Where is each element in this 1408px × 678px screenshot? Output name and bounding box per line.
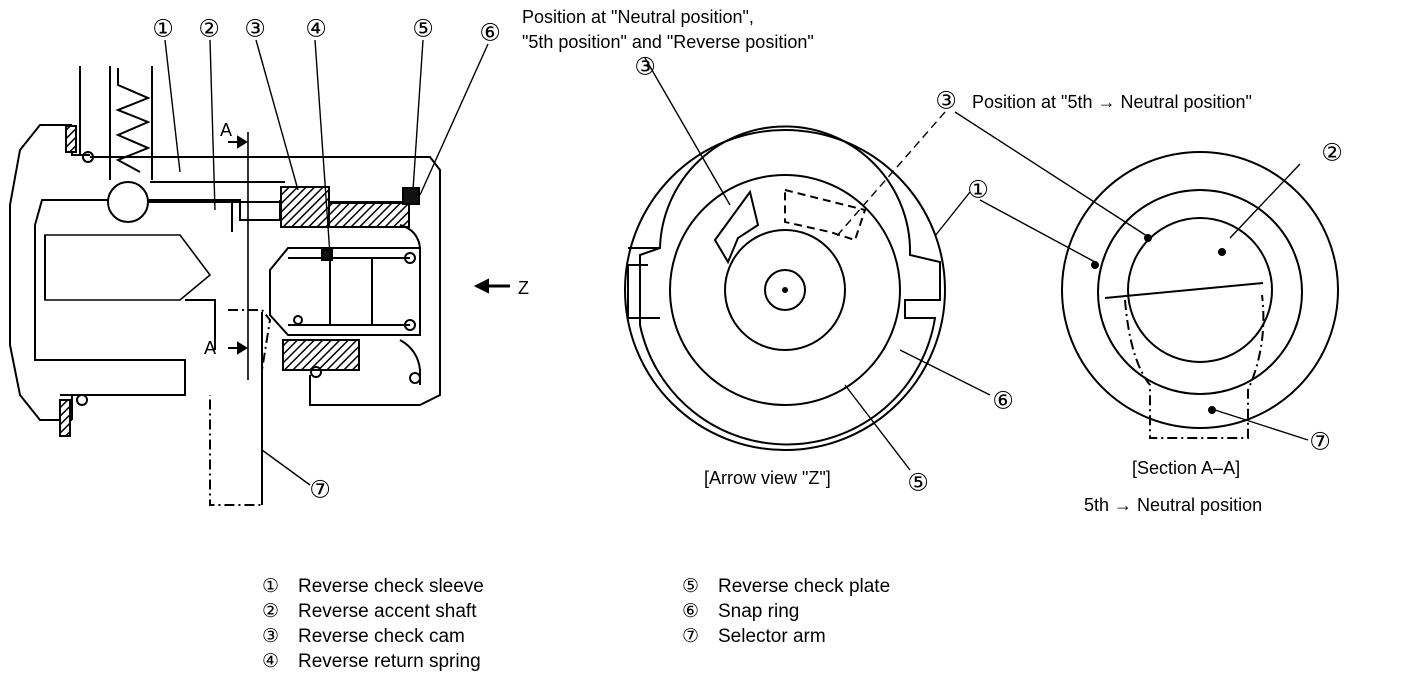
inner-bore: [34, 199, 281, 226]
accent-shaft: [185, 299, 216, 350]
outer-ring: [624, 129, 946, 451]
callout-1-left: ①: [152, 16, 174, 43]
right-note: Position at "5th → Neutral position": [972, 92, 1252, 112]
arrow-view-caption: [Arrow view "Z"]: [704, 468, 831, 488]
callout-4-left: ④: [305, 16, 327, 43]
center-hole: [764, 269, 806, 311]
callout-5-view: ⑤: [907, 470, 929, 497]
legend: ① Reverse check sleeve ② Reverse accent …: [262, 576, 890, 672]
section-a-a: [954, 111, 1339, 441]
legend-item: ⑤ Reverse check plate: [682, 576, 890, 597]
snap-ring-block: [402, 187, 420, 205]
section-shaft-circle: [1127, 217, 1273, 363]
legend-text: Selector arm: [718, 626, 826, 647]
section-outer-circle: [1061, 151, 1339, 429]
selector-arm: [209, 309, 272, 506]
legend-num: ⑥: [682, 601, 699, 622]
section-marker-bottom: A: [204, 338, 216, 358]
check-plate-outline: [639, 125, 941, 446]
legend-num: ③: [262, 626, 279, 647]
check-cam-block: [280, 186, 330, 228]
section-caption: [Section A–A]: [1132, 458, 1240, 478]
legend-text: Reverse check plate: [718, 576, 890, 597]
view-arrow-label: Z: [518, 278, 529, 298]
legend-num: ④: [262, 651, 279, 672]
legend-item: ⑦ Selector arm: [682, 626, 826, 647]
legend-text: Reverse check sleeve: [298, 576, 484, 597]
callout-7-left: ⑦: [309, 477, 331, 504]
callout-3-section: ③: [935, 88, 957, 115]
return-spring-housing: [269, 247, 421, 336]
legend-item: ④ Reverse return spring: [262, 651, 481, 672]
legend-item: ③ Reverse check cam: [262, 626, 465, 647]
legend-text: Reverse return spring: [298, 651, 481, 672]
legend-item: ① Reverse check sleeve: [262, 576, 484, 597]
legend-num: ⑦: [682, 626, 699, 647]
callout-5-left: ⑤: [412, 16, 434, 43]
section-middle-circle: [1097, 189, 1303, 395]
legend-text: Snap ring: [718, 601, 799, 622]
left-callouts: ① ② ③ ④ ⑤ ⑥ ⑦ A A Z: [152, 16, 529, 504]
legend-num: ⑤: [682, 576, 699, 597]
legend-item: ② Reverse accent shaft: [262, 601, 477, 622]
top-note-line-2: "5th position" and "Reverse position": [522, 32, 814, 52]
callout-7-section: ⑦: [1309, 429, 1331, 456]
legend-text: Reverse accent shaft: [298, 601, 477, 622]
cam-segment-dashed: [784, 188, 867, 242]
callout-2-left: ②: [198, 16, 220, 43]
legend-item: ⑥ Snap ring: [682, 601, 799, 622]
callout-6-view: ⑥: [992, 388, 1014, 415]
top-note-line-1: Position at "Neutral position",: [522, 7, 754, 27]
cam-segment: [713, 189, 760, 265]
cross-section-view: [9, 39, 510, 506]
legend-text: Reverse check cam: [298, 626, 465, 647]
callout-3-view: ③: [634, 54, 656, 81]
callout-6-left: ⑥: [479, 20, 501, 47]
notes: Position at "Neutral position", "5th pos…: [522, 7, 1262, 515]
arrow-view-z: [624, 57, 991, 471]
check-sleeve-body: [90, 156, 441, 406]
right-callouts: ③ ① ⑥ ⑤ ③ ② ⑦: [634, 54, 1343, 497]
legend-num: ②: [262, 601, 279, 622]
section-subcaption: 5th → Neutral position: [1084, 495, 1262, 515]
check-plate-inner-ring: [669, 174, 901, 406]
detent-ball: [107, 181, 149, 223]
section-marker-top: A: [220, 120, 232, 140]
callout-1-view: ①: [967, 177, 989, 204]
callout-3-left: ③: [244, 16, 266, 43]
housing-outline: [9, 124, 72, 421]
callout-2-section: ②: [1321, 140, 1343, 167]
legend-num: ①: [262, 576, 279, 597]
